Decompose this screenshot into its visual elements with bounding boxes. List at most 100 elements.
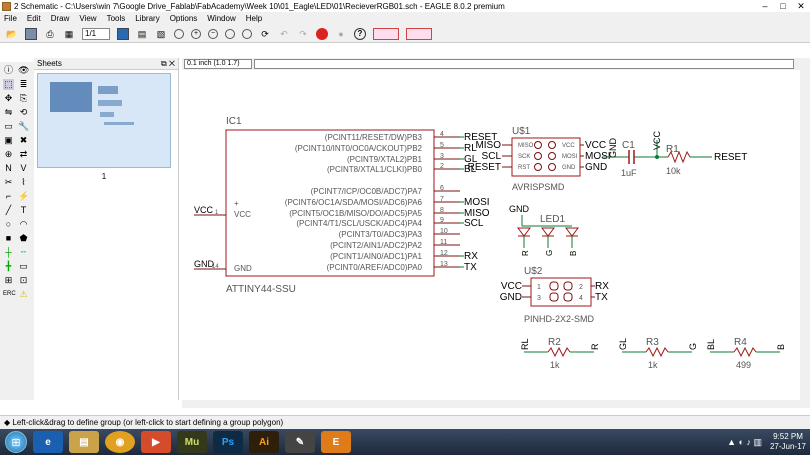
polygon-icon[interactable]: ⬟ [19,233,28,243]
circle-icon[interactable]: ○ [5,219,12,229]
replace-icon[interactable]: ⇄ [19,149,28,159]
redraw-icon[interactable]: ⟳ [261,28,269,39]
miter-icon[interactable]: ⌐ [5,191,12,201]
board-icon[interactable] [117,27,129,40]
save-icon[interactable] [25,27,37,40]
menu-options[interactable]: Options [169,14,198,23]
schematic-svg[interactable]: IC1 ATTINY44-SSU + VCC GND VCC GND 1 14 … [182,70,800,400]
label-icon[interactable]: ▭ [19,261,28,271]
wire-icon[interactable]: ╱ [5,205,12,215]
menu-file[interactable]: File [4,14,17,23]
bus-icon[interactable]: ┼ [5,247,12,257]
rect-icon[interactable]: ■ [5,233,12,243]
erc-icon[interactable]: ERC [3,291,16,297]
split-icon[interactable]: ⌇ [21,177,26,187]
add-icon[interactable]: ⊕ [4,149,13,159]
text-icon[interactable]: T [20,205,27,215]
command-input[interactable] [254,59,794,69]
zoom-out-icon[interactable]: − [208,28,218,39]
smash-icon[interactable]: ✂ [4,177,13,187]
invoke-icon[interactable]: ⚡ [18,191,30,201]
vertical-scrollbar[interactable] [800,58,810,408]
rotate-icon[interactable]: ⟲ [19,107,28,117]
fusion-icon[interactable] [406,27,432,40]
led1-name: LED1 [540,214,565,225]
errors-icon[interactable]: ⚠ [19,289,28,299]
taskbar-inkscape-icon[interactable]: ✎ [285,431,315,453]
move-icon[interactable]: ✥ [4,93,13,103]
paste-icon[interactable]: ▣ [4,135,13,145]
schematic-canvas[interactable]: IC1 ATTINY44-SSU + VCC GND VCC GND 1 14 … [182,70,800,400]
horizontal-scrollbar[interactable] [182,400,800,408]
u1-inner-right: MOSI [562,154,578,160]
select-icon[interactable]: ⬚ [3,79,14,90]
attribute-icon[interactable]: ⊞ [4,275,13,285]
minimize-button[interactable]: – [762,1,768,11]
zoom-select-icon[interactable] [225,28,235,39]
zoom-in-icon[interactable]: + [191,28,201,39]
mirror-icon[interactable]: ⇋ [4,107,13,117]
start-button[interactable]: ⊞ [5,431,27,453]
resistor-right-net: R [590,343,600,350]
zoom-area-icon[interactable] [242,28,252,39]
name-icon[interactable]: N [5,163,12,173]
arc-icon[interactable]: ◠ [19,219,28,229]
clock[interactable]: 9:52 PM 27-Jun-17 [770,432,806,452]
menu-window[interactable]: Window [207,14,236,23]
panel-close-icon[interactable]: ⧉ ✕ [160,59,175,68]
value-icon[interactable]: V [20,163,27,173]
print-icon[interactable]: ⎙ [46,28,54,39]
ic1-body[interactable] [225,129,435,277]
taskbar-dreamweaver-icon[interactable]: Mu [177,431,207,453]
layers-icon[interactable]: ≣ [19,79,28,89]
cam-icon[interactable]: ▦ [64,28,74,39]
ic1-pin-label: (PCINT7/ICP/OC0B/ADC7)PA7 [311,187,423,196]
show-icon[interactable]: 👁 [18,65,30,75]
ic1-vcc-pin: VCC [234,210,251,219]
menu-draw[interactable]: Draw [50,14,70,23]
u1-body[interactable] [511,137,581,177]
u2-body[interactable] [530,277,592,307]
c1-name: C1 [622,140,635,151]
taskbar-chrome-icon[interactable]: ◉ [105,431,135,453]
sheet-thumbnail-preview [50,82,134,125]
zoom-fit-icon[interactable] [174,28,184,39]
copy-icon[interactable]: ⎘ [19,93,28,103]
taskbar-explorer-icon[interactable]: ▤ [69,431,99,453]
redo-icon[interactable]: ↷ [299,28,307,39]
maximize-button[interactable]: □ [780,1,786,11]
taskbar-photoshop-icon[interactable]: Ps [213,431,243,453]
design-link-icon[interactable] [373,27,399,40]
help-icon[interactable]: ? [354,27,366,40]
menu-help[interactable]: Help [245,14,263,23]
stop-icon[interactable] [316,27,328,40]
taskbar-media-icon[interactable]: ▶ [141,431,171,453]
menu-view[interactable]: View [79,14,97,23]
net-icon[interactable]: ╌ [20,247,27,257]
undo-icon[interactable]: ↶ [280,28,288,39]
sheet-select[interactable]: 1/1 [82,27,110,40]
go-icon[interactable]: ● [338,28,344,39]
resistor-zigzag [547,346,571,358]
junction-icon[interactable]: ╋ [5,261,12,271]
script-icon[interactable]: ▤ [137,28,147,39]
info-icon[interactable]: ⓘ [3,65,13,75]
tray-icons[interactable]: ▲ ◐ ♪ ▥ [727,436,762,447]
sheet-thumbnail[interactable] [37,73,171,168]
menu-edit[interactable]: Edit [26,14,41,23]
close-button[interactable]: ✕ [797,1,805,11]
taskbar-eagle-icon[interactable]: E [321,431,351,453]
dimension-icon[interactable]: ⊡ [19,275,28,285]
menu-tools[interactable]: Tools [106,14,126,23]
menu-library[interactable]: Library [135,14,160,23]
delete-icon[interactable]: ✖ [19,135,28,145]
ulp-icon[interactable]: ▧ [156,28,166,39]
change-icon[interactable]: 🔧 [18,121,30,131]
folder-open-icon[interactable]: 📂 [6,28,18,39]
taskbar-ie-icon[interactable]: e [33,431,63,453]
led-pin-label: R [521,250,530,256]
group-icon[interactable]: ▭ [4,121,13,131]
taskbar-illustrator-icon[interactable]: Ai [249,431,279,453]
